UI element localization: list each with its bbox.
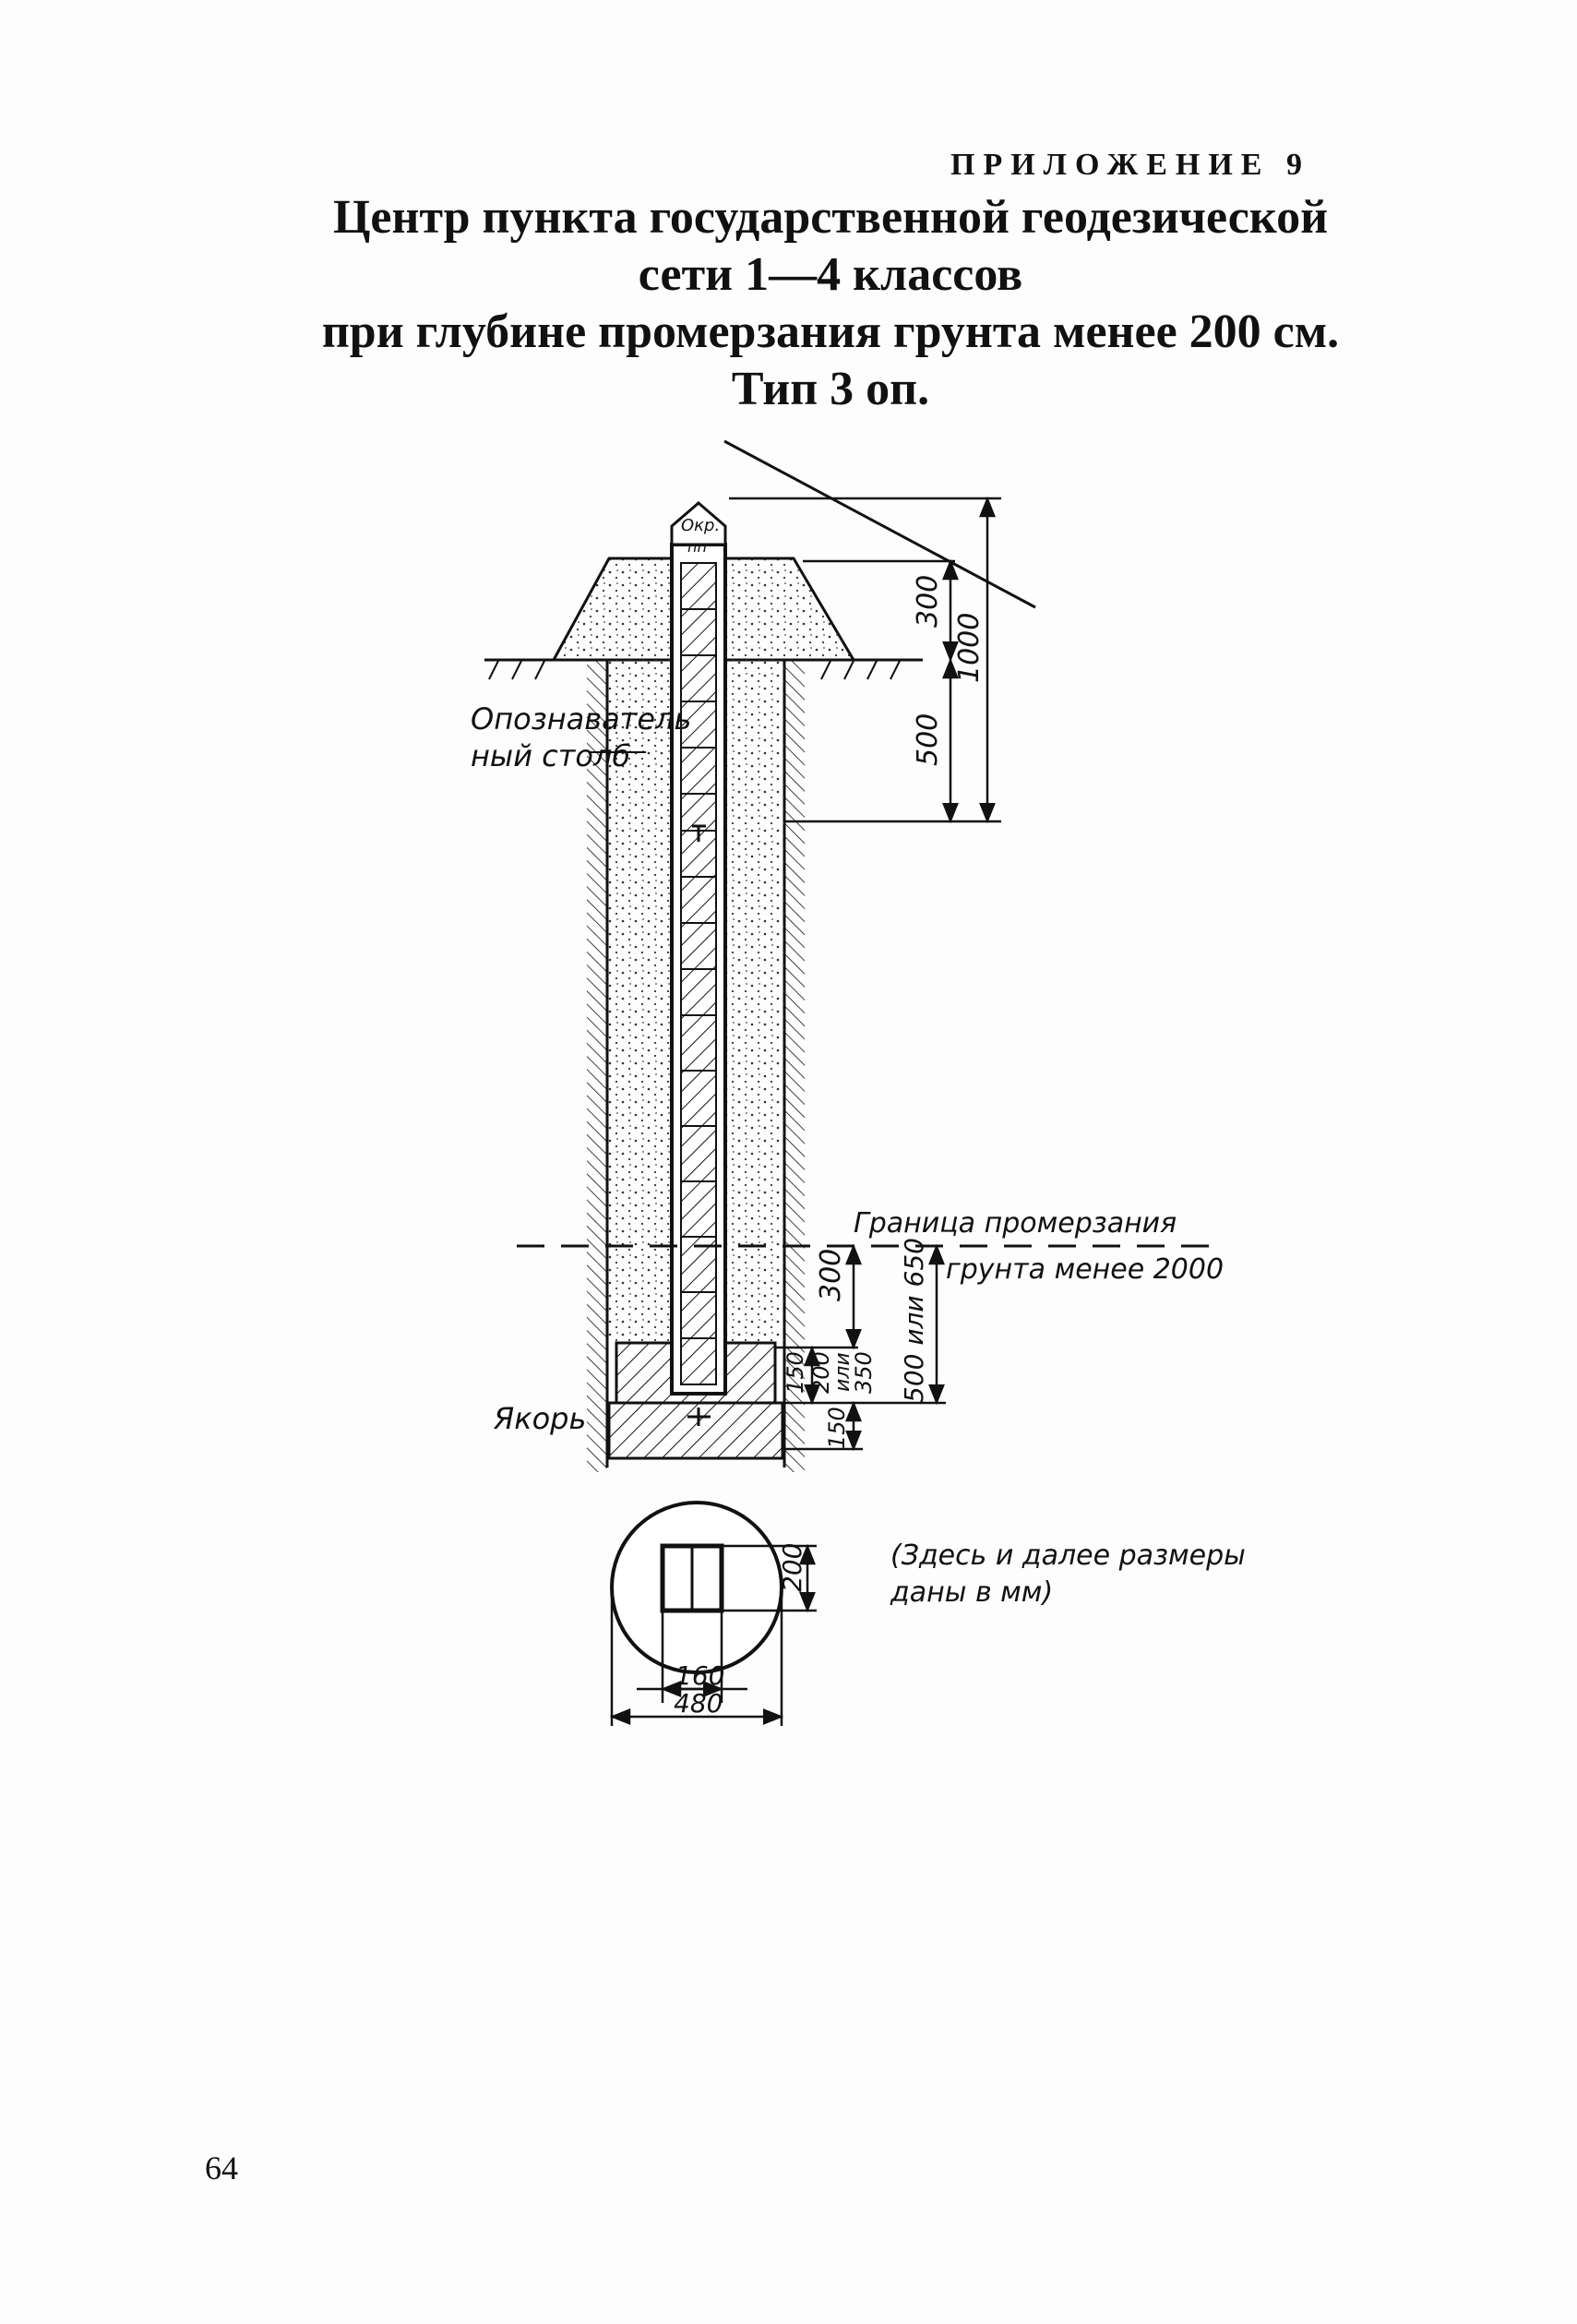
appendix-label: ПРИЛОЖЕНИЕ 9 [950,148,1310,182]
pillar-core [680,562,717,1385]
dim-150-b: 150 [824,1407,850,1449]
note-line-1: (Здесь и далее размеры [890,1539,1246,1572]
dim-300-top: 300 [912,575,944,628]
title-line-1: Центр пункта государственной геодезическ… [332,191,1329,244]
label-post-1: Опознаватель [471,701,691,737]
dim-200-350-c: 350 [851,1351,877,1394]
pit-wall-right [784,660,805,1472]
pit-wall-left [587,660,607,1472]
dimension-lines [729,496,1001,1452]
dim-1000: 1000 [953,613,986,683]
pillar-cap [670,501,727,546]
dim-200-350-a: 200 [808,1351,834,1394]
dim-300-bottom: 300 [815,1249,847,1301]
label-frost-1: Граница промерзания [854,1207,1177,1240]
page-title: Центр пункта государственной геодезическ… [231,189,1430,418]
page-number: 64 [205,2150,238,2186]
anchor-lower [607,1401,784,1460]
dim-160: 160 [675,1660,724,1691]
title-line-2: сети 1—4 классов [638,248,1023,301]
dim-200-plan: 200 [777,1543,807,1592]
note-line-2: даны в мм) [890,1576,1053,1609]
dim-480: 480 [674,1688,723,1719]
dim-500-top: 500 [912,713,944,766]
title-line-3: при глубине промерзания грунта менее 200… [321,305,1340,358]
title-line-4: Тип 3 оп. [731,363,930,415]
dim-200-350-b: или [831,1352,854,1392]
label-post-2: ный столб [471,738,630,773]
label-okr-2: пп [687,538,707,556]
label-frost-2: грунта менее 2000 [946,1253,1224,1286]
plan-dimensions [609,1543,817,1726]
label-okr-1: Окр. [681,516,720,535]
dim-500-650: 500 или 650 [899,1238,929,1403]
label-anchor: Якорь [493,1401,586,1436]
dim-150-a: 150 [783,1351,808,1394]
ground-hatching [488,660,901,680]
